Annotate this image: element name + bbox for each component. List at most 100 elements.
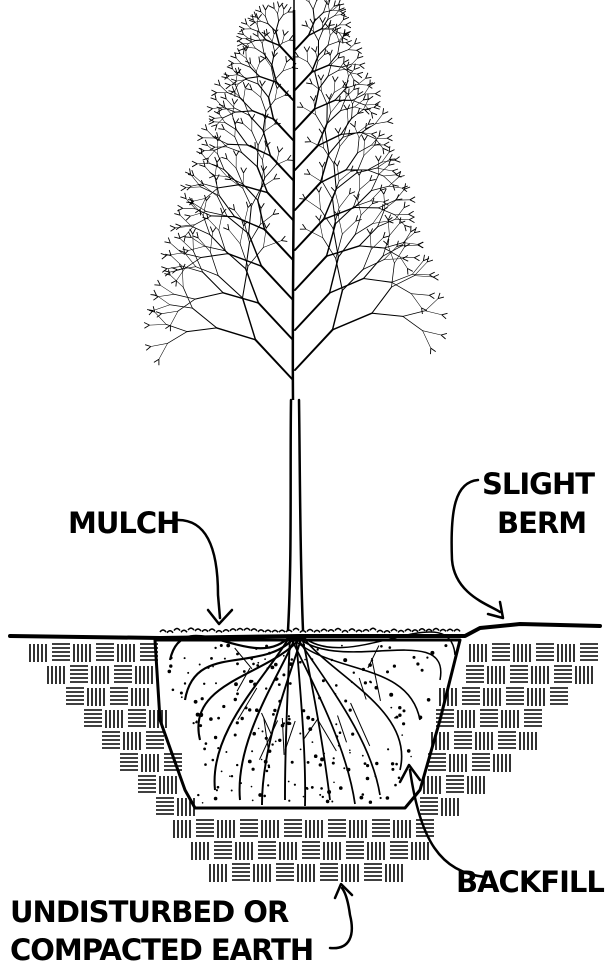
earth-block xyxy=(142,754,158,772)
earth-block xyxy=(514,644,530,662)
earth-block xyxy=(298,864,314,882)
mulch-label: MULCH xyxy=(68,506,179,540)
earth-block xyxy=(484,688,500,706)
earth-block xyxy=(580,644,598,660)
earth-block xyxy=(488,666,504,684)
earth-block xyxy=(450,754,466,772)
earth-block xyxy=(74,644,90,662)
earth-block xyxy=(70,666,88,682)
earth-block xyxy=(480,710,498,726)
earth-block xyxy=(454,732,472,748)
earth-block xyxy=(470,644,486,662)
earth-block xyxy=(550,688,568,704)
earth-block xyxy=(52,644,70,660)
earth-block xyxy=(342,864,358,882)
earth-block xyxy=(146,732,164,748)
earth-block xyxy=(280,842,296,860)
earth-block xyxy=(96,644,114,660)
earth-block xyxy=(506,688,524,704)
earth-block xyxy=(240,820,258,836)
earth-block xyxy=(394,820,410,838)
earth-block xyxy=(524,710,542,726)
earth-block xyxy=(156,798,174,814)
berm-label-line2: BERM xyxy=(497,506,586,540)
earth-block xyxy=(510,666,528,682)
earth-block xyxy=(462,688,480,704)
tree-trunk xyxy=(288,400,303,630)
earth-block xyxy=(520,732,536,750)
earth-block xyxy=(102,732,120,748)
earth-block xyxy=(254,864,270,882)
backfill-label: BACKFILL xyxy=(456,865,604,899)
earth-leader-line xyxy=(330,888,352,948)
earth-block xyxy=(174,820,190,838)
mulch-leader-line xyxy=(178,520,220,618)
earth-block xyxy=(302,842,320,858)
earth-block xyxy=(420,798,438,814)
earth-block xyxy=(150,710,166,728)
earth-block xyxy=(372,820,390,836)
earth-block xyxy=(390,842,408,858)
earth-block xyxy=(114,666,132,682)
undisturbed-earth xyxy=(30,644,598,882)
earth-block xyxy=(124,732,140,750)
earth-block xyxy=(476,732,492,750)
earth-block xyxy=(192,842,208,860)
earth-block xyxy=(328,820,346,836)
earth-block xyxy=(284,820,302,836)
earth-block xyxy=(386,864,402,882)
earth-block xyxy=(458,710,474,728)
backfill-soil xyxy=(168,644,448,804)
earth-block xyxy=(262,820,278,838)
earth-block xyxy=(558,644,574,662)
earth-block xyxy=(218,820,234,838)
earth-block xyxy=(576,666,592,684)
earth-block xyxy=(494,754,510,772)
earth-label-line1: UNDISTURBED OR xyxy=(10,895,289,929)
earth-block xyxy=(528,688,544,706)
earth-block xyxy=(492,644,510,660)
earth-block xyxy=(324,842,340,860)
earth-block xyxy=(276,864,294,880)
earth-label-line2: COMPACTED EARTH xyxy=(10,933,313,967)
earth-block xyxy=(236,842,252,860)
earth-block xyxy=(88,688,104,706)
earth-block xyxy=(472,754,490,770)
earth-block xyxy=(502,710,518,728)
earth-block xyxy=(424,776,440,794)
earth-block xyxy=(536,644,554,660)
earth-block xyxy=(66,688,84,704)
earth-block xyxy=(368,842,384,860)
earth-block xyxy=(106,710,122,728)
earth-block xyxy=(532,666,548,684)
earth-block xyxy=(48,666,64,684)
earth-block xyxy=(138,776,156,792)
earth-block xyxy=(196,820,214,836)
earth-block xyxy=(466,666,484,682)
earth-block xyxy=(232,864,250,880)
earth-block xyxy=(306,820,322,838)
earth-block xyxy=(30,644,46,662)
earth-block xyxy=(92,666,108,684)
earth-block xyxy=(258,842,276,858)
earth-block xyxy=(84,710,102,726)
earth-block xyxy=(210,864,226,882)
earth-block xyxy=(214,842,232,858)
earth-block xyxy=(364,864,382,880)
mulch-layer xyxy=(160,628,460,633)
berm-label-line1: SLIGHT xyxy=(482,467,595,501)
earth-block xyxy=(554,666,572,682)
earth-block xyxy=(446,776,464,792)
earth-block xyxy=(118,644,134,662)
earth-block xyxy=(120,754,138,770)
earth-block xyxy=(346,842,364,858)
earth-block xyxy=(442,798,458,816)
earth-block xyxy=(468,776,484,794)
earth-block xyxy=(498,732,516,748)
earth-block xyxy=(110,688,128,704)
earth-block xyxy=(160,776,176,794)
earth-block xyxy=(132,688,148,706)
earth-block xyxy=(128,710,146,726)
